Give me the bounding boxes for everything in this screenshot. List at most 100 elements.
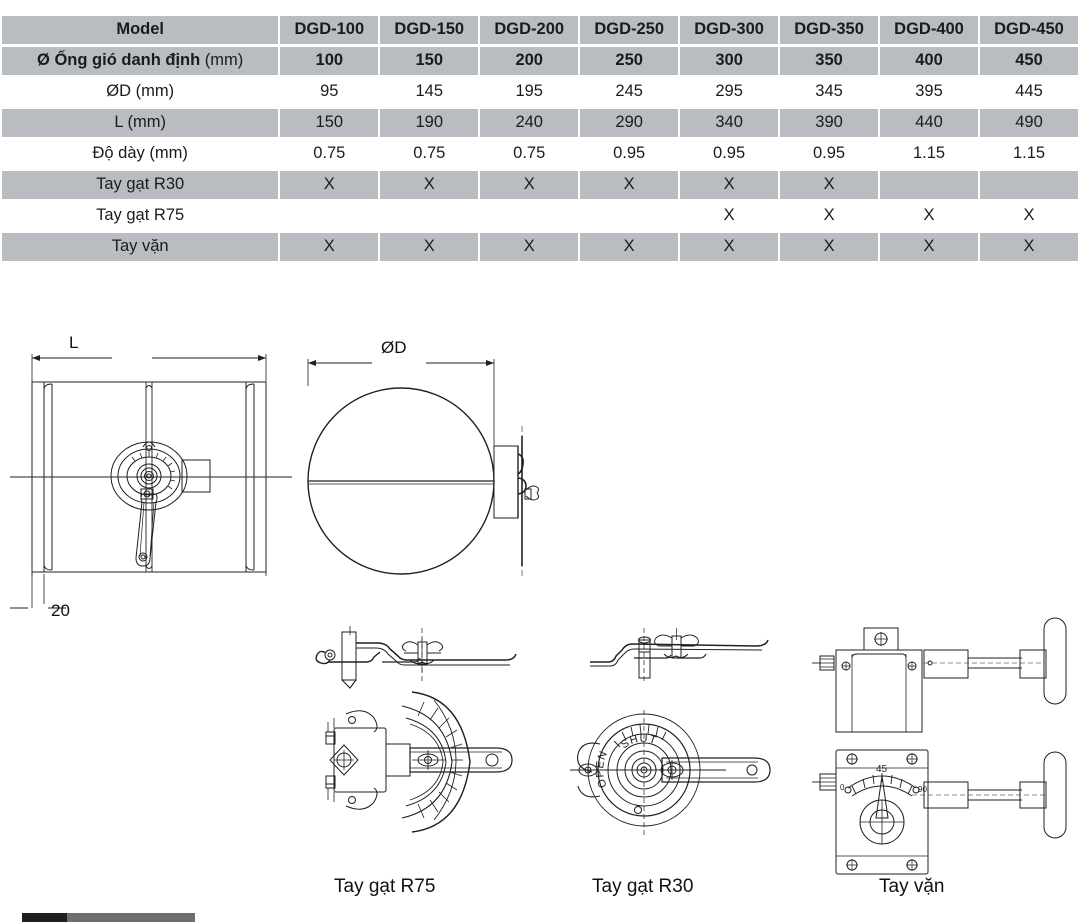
column-header-1: DGD-100 [280, 16, 379, 44]
cell-value [980, 171, 1078, 199]
cell-value: 0.95 [680, 140, 779, 168]
cell-value: X [580, 171, 679, 199]
cell-value: 345 [780, 78, 879, 106]
cell-value: 0.75 [280, 140, 379, 168]
cell-value [880, 171, 978, 199]
row-label: Ø Ống gió danh định (mm) [2, 47, 279, 75]
cell-value: 1.15 [980, 140, 1078, 168]
column-header-6: DGD-350 [780, 16, 879, 44]
cell-value: X [780, 202, 879, 230]
cell-value: X [680, 171, 779, 199]
column-header-5: DGD-300 [680, 16, 779, 44]
cell-value: X [580, 233, 679, 261]
dial-tick-left: 0 [840, 783, 845, 792]
drawing-side-view: L 20 [10, 333, 292, 620]
cell-value: 490 [980, 109, 1078, 137]
cell-value: 290 [580, 109, 679, 137]
cell-value: 0.95 [580, 140, 679, 168]
cell-value: 200 [480, 47, 579, 75]
technical-drawings: L 20 ØD [0, 300, 1080, 924]
row-label: ØD (mm) [2, 78, 279, 106]
cell-value: 150 [280, 109, 379, 137]
dial-label-shut: SHUT [619, 733, 659, 752]
cell-value: 100 [280, 47, 379, 75]
scrollbar-track[interactable] [22, 913, 195, 922]
cell-value: 150 [380, 47, 479, 75]
cell-value: X [280, 233, 379, 261]
cell-value: 250 [580, 47, 679, 75]
cell-value: X [780, 233, 879, 261]
row-label: Tay gạt R30 [2, 171, 279, 199]
cell-value: 245 [580, 78, 679, 106]
cell-value: 95 [280, 78, 379, 106]
cell-value: X [680, 202, 779, 230]
row-label: Độ dày (mm) [2, 140, 279, 168]
dimension-label-flange: 20 [51, 601, 70, 620]
cell-value [580, 202, 679, 230]
cell-value: X [680, 233, 779, 261]
column-header-7: DGD-400 [880, 16, 978, 44]
row-label: Tay gạt R75 [2, 202, 279, 230]
row-label: Tay vặn [2, 233, 279, 261]
scrollbar-thumb[interactable] [22, 913, 67, 922]
caption-tay-gat-r75: Tay gạt R75 [334, 876, 436, 897]
cell-value [480, 202, 579, 230]
cell-value: X [980, 233, 1078, 261]
cell-value: X [780, 171, 879, 199]
cell-value: X [880, 233, 978, 261]
cell-value: 445 [980, 78, 1078, 106]
caption-tay-van: Tay vặn [879, 876, 945, 897]
cell-value [380, 202, 479, 230]
cell-value: X [380, 233, 479, 261]
dial-tick-center: 45 [876, 764, 888, 775]
column-header-2: DGD-150 [380, 16, 479, 44]
cell-value: 350 [780, 47, 879, 75]
dimension-label-length: L [69, 333, 78, 352]
cell-value: 0.75 [380, 140, 479, 168]
drawing-tay-gat-r30: SHUT OPEN [570, 628, 771, 836]
column-header-3: DGD-200 [480, 16, 579, 44]
cell-value: 1.15 [880, 140, 978, 168]
cell-value: 390 [780, 109, 879, 137]
drawing-front-view: ØD [307, 338, 539, 576]
cell-value: 190 [380, 109, 479, 137]
cell-value: X [880, 202, 978, 230]
cell-value: 450 [980, 47, 1078, 75]
cell-value [280, 202, 379, 230]
cell-value: 300 [680, 47, 779, 75]
drawing-tay-gat-r75 [315, 626, 517, 833]
cell-value: 0.95 [780, 140, 879, 168]
dial-tick-right: 90 [918, 785, 927, 794]
cell-value: X [980, 202, 1078, 230]
cell-value: 195 [480, 78, 579, 106]
drawing-tay-van: 45 0 90 [812, 617, 1067, 875]
cell-value: 340 [680, 109, 779, 137]
row-label: Model [2, 16, 279, 44]
cell-value: 145 [380, 78, 479, 106]
caption-tay-gat-r30: Tay gạt R30 [592, 876, 694, 897]
cell-value: 0.75 [480, 140, 579, 168]
dimension-label-diameter: ØD [381, 338, 407, 357]
cell-value: 440 [880, 109, 978, 137]
column-header-4: DGD-250 [580, 16, 679, 44]
column-header-8: DGD-450 [980, 16, 1078, 44]
row-label-unit: (mm) [204, 51, 244, 70]
cell-value: 395 [880, 78, 978, 106]
cell-value: X [380, 171, 479, 199]
cell-value: X [480, 233, 579, 261]
cell-value: 295 [680, 78, 779, 106]
cell-value: X [480, 171, 579, 199]
cell-value: X [280, 171, 379, 199]
row-label: L (mm) [2, 109, 279, 137]
cell-value: 400 [880, 47, 978, 75]
